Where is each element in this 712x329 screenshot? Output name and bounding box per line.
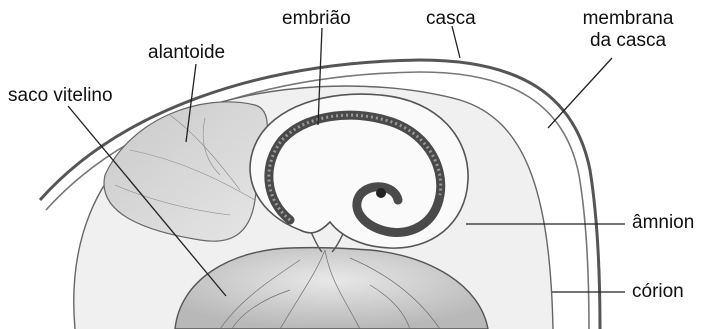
label-allantois: alantoide [148,42,225,64]
label-shell-membrane: membrana da casca [568,8,688,52]
label-shell: casca [426,8,476,30]
label-amnion: âmnion [632,212,694,234]
label-yolk-sac: saco vitelino [8,85,113,107]
label-shell-membrane-line1: membrana [568,8,688,30]
label-shell-membrane-line2: da casca [568,30,688,52]
embryo-eye [376,188,386,198]
label-chorion: córion [632,281,684,303]
label-embryo: embrião [282,8,351,30]
